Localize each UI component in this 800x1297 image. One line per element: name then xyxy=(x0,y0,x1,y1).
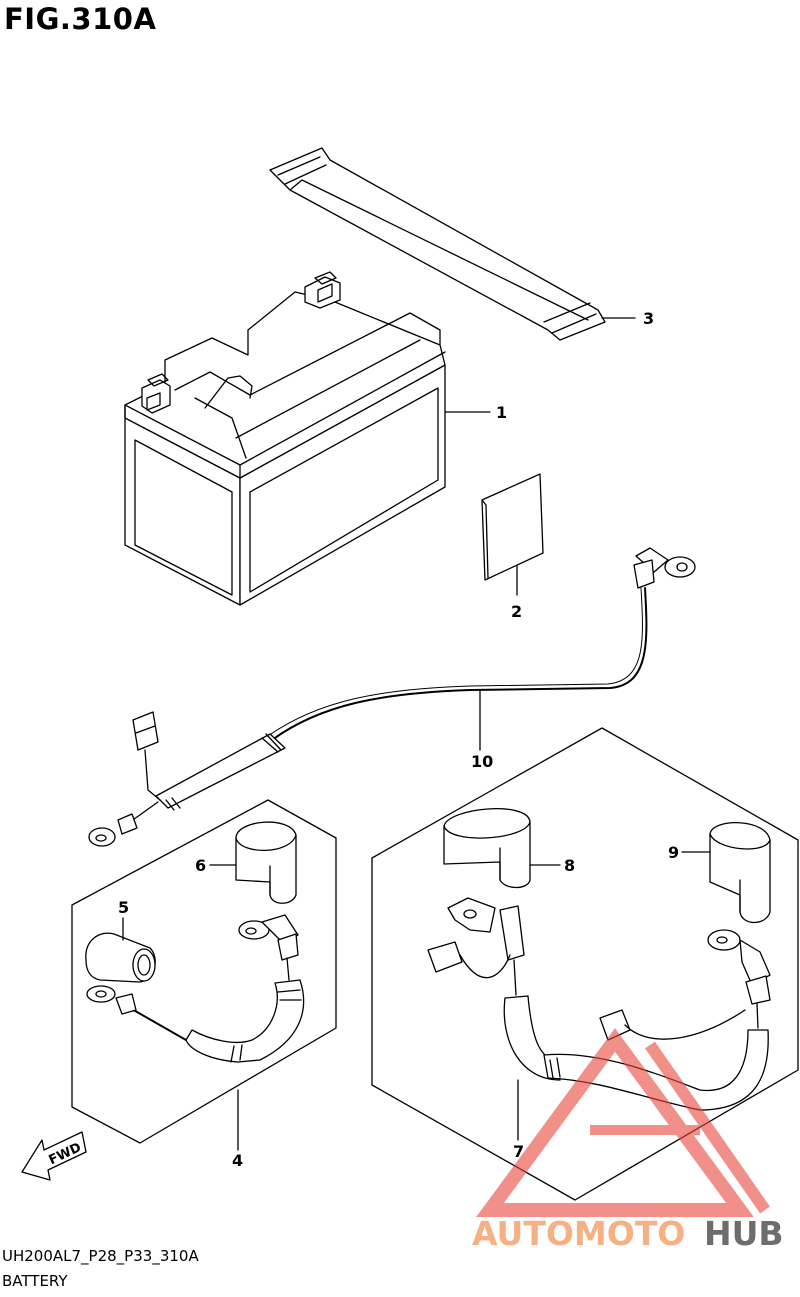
battery-label-sheet xyxy=(481,473,544,581)
terminal-boot-5 xyxy=(85,932,156,983)
drawing-name: BATTERY xyxy=(2,1272,68,1290)
battery-cable-7 xyxy=(427,897,771,1111)
harness-wire xyxy=(88,547,696,847)
battery-band xyxy=(269,147,606,341)
callout-6: 6 xyxy=(195,856,206,875)
battery-cable-4 xyxy=(86,914,305,1063)
terminal-cover-9 xyxy=(709,822,771,924)
callout-8: 8 xyxy=(564,856,575,875)
terminal-cover-8 xyxy=(443,808,531,889)
battery xyxy=(124,271,446,606)
fwd-arrow-icon: FWD xyxy=(21,1131,87,1181)
callout-10: 10 xyxy=(471,752,493,771)
watermark-logo xyxy=(476,1028,770,1217)
callout-3: 3 xyxy=(643,309,654,328)
watermark-text-a: AUTOMOTO xyxy=(472,1214,685,1253)
callout-4: 4 xyxy=(232,1151,243,1170)
drawing-code: UH200AL7_P28_P33_310A xyxy=(2,1247,199,1265)
terminal-cover-6 xyxy=(235,821,297,904)
watermark-text-b: HUB xyxy=(704,1214,784,1253)
callout-9: 9 xyxy=(668,843,679,862)
figure-title: FIG.310A xyxy=(4,2,157,36)
callout-2: 2 xyxy=(511,602,522,621)
leader-lines xyxy=(122,317,711,1151)
callout-5: 5 xyxy=(118,898,129,917)
callout-numbers: 3 1 2 10 6 5 4 8 9 7 xyxy=(118,309,679,1170)
callout-7: 7 xyxy=(513,1142,524,1161)
group-outline-4 xyxy=(71,799,337,1144)
group-outline-7 xyxy=(371,727,799,1201)
callout-1: 1 xyxy=(496,403,507,422)
watermark-text: AUTOMOTO HUB xyxy=(472,1214,784,1253)
